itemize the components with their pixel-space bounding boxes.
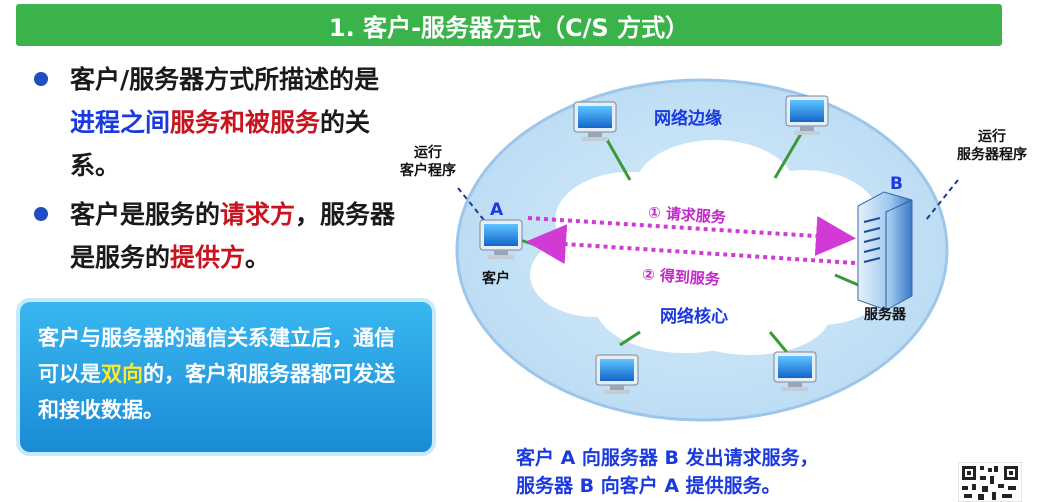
- note-box: 客户与服务器的通信关系建立后，通信可以是双向的，客户和服务器都可发送和接收数据。: [16, 298, 436, 456]
- slide-title: 1. 客户-服务器方式（C/S 方式）: [16, 4, 1002, 46]
- bullet-2-seg-4: 。: [245, 243, 271, 272]
- client-label: 客户: [482, 271, 510, 287]
- bullet-2-seg-1: 请求方: [220, 200, 296, 229]
- bullet-item-1: 客户/服务器方式所描述的是进程之间服务和被服务的关系。: [34, 58, 434, 187]
- bullet-dot-icon: [34, 72, 48, 86]
- server-icon: [857, 191, 913, 311]
- bullet-1-seg-0: 客户/服务器方式所描述的是: [70, 65, 380, 94]
- bullet-1-seg-2: 服务和: [170, 108, 246, 137]
- pc-icon: [595, 354, 639, 394]
- note-highlight: 双向: [101, 362, 143, 386]
- bullet-2-seg-3: 提供方: [170, 243, 246, 272]
- client-pc-icon: [479, 219, 523, 259]
- note-text-after: 的，客户和服务器都可发送和接收数据。: [38, 362, 395, 422]
- bullet-1-seg-3: 被服务: [245, 108, 321, 137]
- pc-icon: [573, 101, 617, 141]
- bullet-text-2: 客户是服务的请求方，服务器是服务的提供方。: [70, 193, 400, 279]
- qr-code-icon: [958, 462, 1022, 502]
- bullet-item-2: 客户是服务的请求方，服务器是服务的提供方。: [34, 193, 434, 279]
- bullet-2-seg-0: 客户是服务的: [70, 200, 221, 229]
- response-arrow: [526, 224, 856, 265]
- bullet-2-seg-2: ，服务器是服务的: [70, 200, 396, 272]
- bullet-1-seg-4: 的关系。: [70, 108, 371, 180]
- bullet-1-seg-1: 进程之间: [70, 108, 171, 137]
- diagram-caption: 客户 A 向服务器 B 发出请求服务， 服务器 B 向客户 A 提供服务。: [516, 444, 819, 500]
- network-core-label: 网络核心: [660, 307, 728, 327]
- bullet-dot-icon: [34, 207, 48, 221]
- caption-line-1: 客户 A 向服务器 B 发出请求服务，: [516, 447, 819, 469]
- request-arrow: [527, 216, 856, 256]
- bullet-list: 客户/服务器方式所描述的是进程之间服务和被服务的关系。 客户是服务的请求方，服务…: [34, 58, 434, 285]
- cs-diagram: 网络边缘 网络核心 运行 客户程序 运行 服务器程序 A B 客户 服务器 ① …: [400, 70, 1037, 450]
- network-diagram-svg: [455, 78, 959, 422]
- pc-icon: [785, 95, 829, 135]
- note-text-before: 客户与服务器的通信关系建立后，通信可以是: [38, 326, 395, 386]
- caption-line-2: 服务器 B 向客户 A 提供服务。: [516, 475, 781, 497]
- client-program-label: 运行 客户程序: [400, 145, 456, 179]
- pc-icon: [773, 351, 817, 391]
- client-id-label: A: [490, 200, 504, 220]
- server-program-label: 运行 服务器程序: [957, 129, 1027, 163]
- callout-lines: [457, 179, 959, 226]
- server-id-label: B: [890, 174, 903, 194]
- server-label: 服务器: [864, 307, 906, 323]
- bullet-text-1: 客户/服务器方式所描述的是进程之间服务和被服务的关系。: [70, 58, 380, 187]
- network-edge-label: 网络边缘: [654, 109, 722, 129]
